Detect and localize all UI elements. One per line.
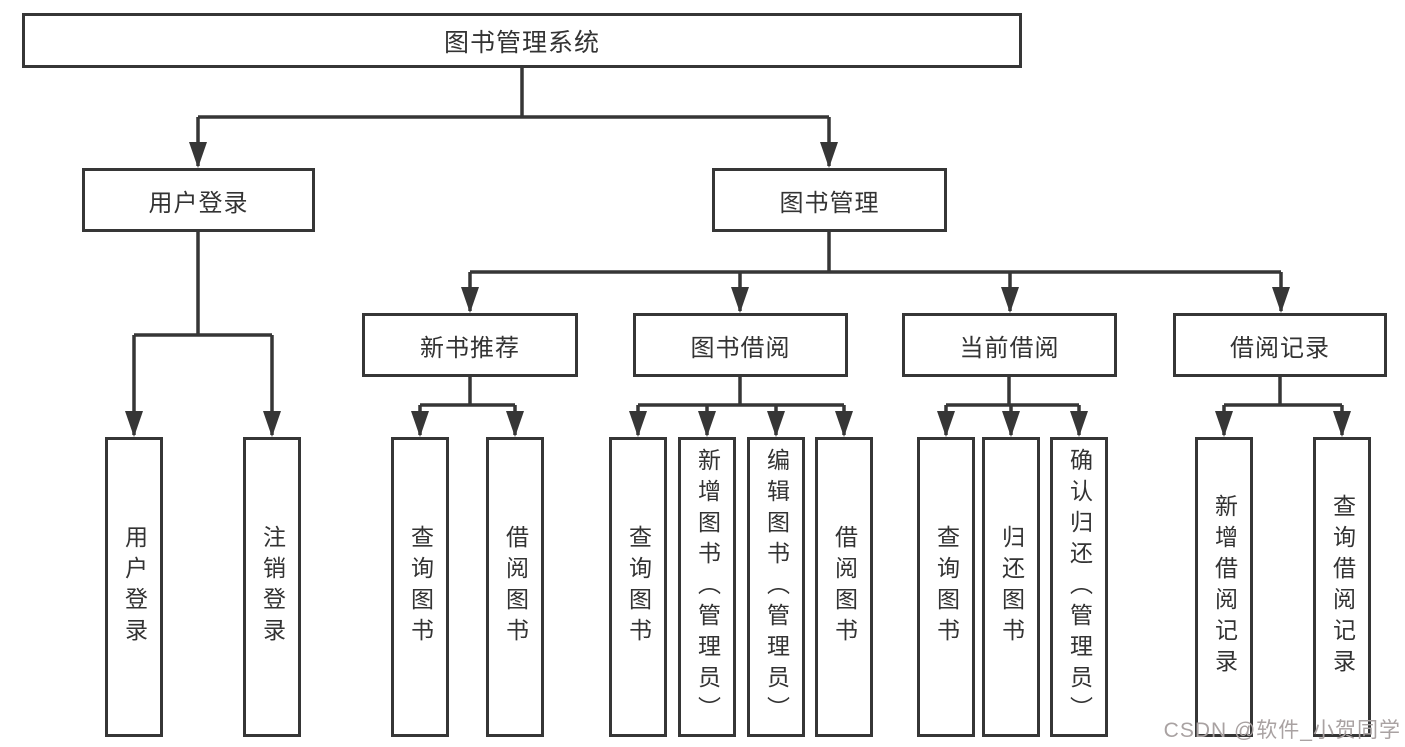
leaf-add-borrow-record-label: 新增借阅记录 <box>1211 494 1238 680</box>
leaf-query-books-current-label: 查询图书 <box>933 525 960 649</box>
node-library-system: 图书管理系统 <box>22 13 1022 68</box>
node-borrow-records: 借阅记录 <box>1173 313 1387 377</box>
leaf-query-books-current: 查询图书 <box>917 437 975 737</box>
node-current-borrowing-label: 当前借阅 <box>959 334 1060 362</box>
node-user-login: 用户登录 <box>82 168 315 232</box>
leaf-query-borrow-record-label: 查询借阅记录 <box>1329 494 1356 680</box>
leaf-query-books-borrowing-label: 查询图书 <box>625 525 652 649</box>
node-current-borrowing: 当前借阅 <box>902 313 1117 377</box>
leaf-logout-label: 注销登录 <box>259 525 286 649</box>
node-user-login-label: 用户登录 <box>148 189 249 217</box>
leaf-add-book-admin-label: 新增图书（管理员） <box>694 447 721 727</box>
leaf-query-books-borrowing: 查询图书 <box>609 437 667 737</box>
node-book-management: 图书管理 <box>712 168 947 232</box>
leaf-query-books-recommendation: 查询图书 <box>391 437 449 737</box>
leaf-borrow-books-recommendation: 借阅图书 <box>486 437 544 737</box>
leaf-borrow-books-borrowing-label: 借阅图书 <box>831 525 858 649</box>
leaf-borrow-books-borrowing: 借阅图书 <box>815 437 873 737</box>
leaf-user-login-label: 用户登录 <box>121 525 148 649</box>
leaf-return-book-label: 归还图书 <box>998 525 1025 649</box>
arrowheads <box>125 142 1351 437</box>
node-new-book-recommendation-label: 新书推荐 <box>420 334 520 362</box>
leaf-logout: 注销登录 <box>243 437 301 737</box>
leaf-add-book-admin: 新增图书（管理员） <box>678 437 736 737</box>
leaf-query-borrow-record: 查询借阅记录 <box>1313 437 1371 737</box>
leaf-edit-book-admin: 编辑图书（管理员） <box>747 437 805 737</box>
leaf-confirm-return-admin-label: 确认归还（管理员） <box>1066 447 1093 727</box>
node-book-borrowing-label: 图书借阅 <box>690 334 791 362</box>
node-book-borrowing: 图书借阅 <box>633 313 848 377</box>
node-borrow-records-label: 借阅记录 <box>1230 334 1330 362</box>
leaf-edit-book-admin-label: 编辑图书（管理员） <box>763 447 790 727</box>
node-new-book-recommendation: 新书推荐 <box>362 313 578 377</box>
leaf-return-book: 归还图书 <box>982 437 1040 737</box>
watermark: CSDN @软件_小贺同学 <box>1163 719 1401 742</box>
leaf-query-books-recommendation-label: 查询图书 <box>407 525 434 649</box>
node-library-system-label: 图书管理系统 <box>443 28 600 57</box>
leaf-confirm-return-admin: 确认归还（管理员） <box>1050 437 1108 737</box>
node-book-management-label: 图书管理 <box>779 189 880 217</box>
leaf-add-borrow-record: 新增借阅记录 <box>1195 437 1253 737</box>
leaf-user-login: 用户登录 <box>105 437 163 737</box>
leaf-borrow-books-recommendation-label: 借阅图书 <box>502 525 529 649</box>
